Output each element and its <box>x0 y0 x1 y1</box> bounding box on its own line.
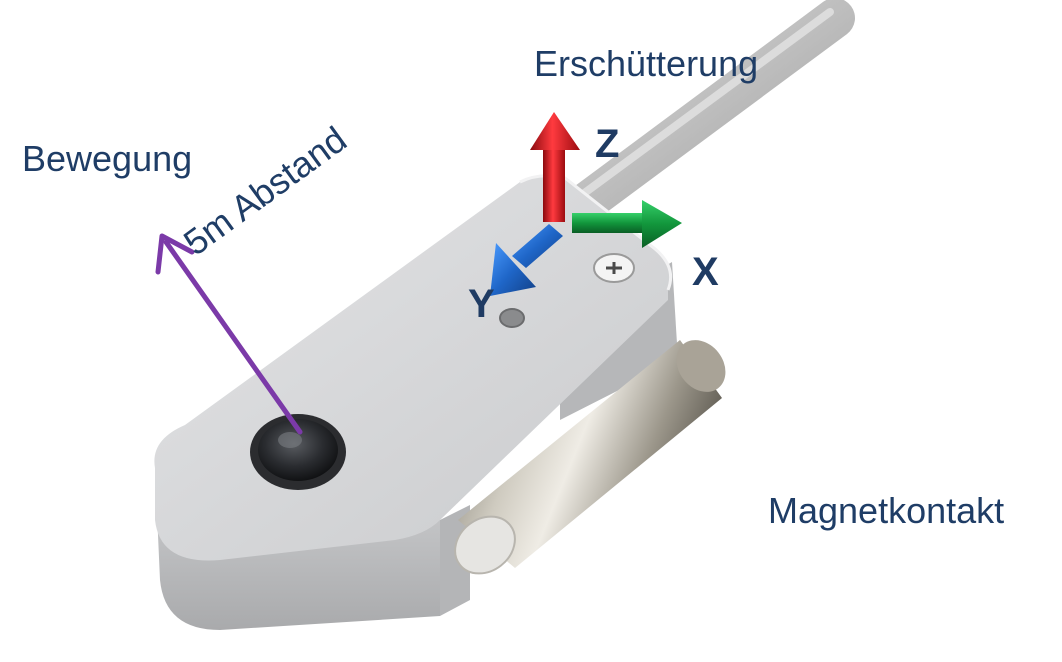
label-bewegung: Bewegung <box>22 138 193 179</box>
y-axis-arrow <box>490 224 563 296</box>
axis-label-x: X <box>692 250 719 294</box>
x-axis-arrow <box>572 200 682 248</box>
cable <box>540 0 855 242</box>
axis-label-z: Z <box>595 122 620 166</box>
led-hole <box>499 308 525 328</box>
magnet-cylinder <box>454 340 726 575</box>
axis-label-y: Y <box>468 282 495 326</box>
pir-lens <box>250 414 346 490</box>
z-axis-arrow <box>530 112 580 222</box>
label-magnetkontakt: Magnetkontakt <box>768 490 1005 531</box>
label-erschuetterung: Erschütterung <box>534 43 759 84</box>
screw <box>593 253 635 283</box>
sensor-housing <box>154 174 678 630</box>
motion-arrow <box>155 233 303 435</box>
